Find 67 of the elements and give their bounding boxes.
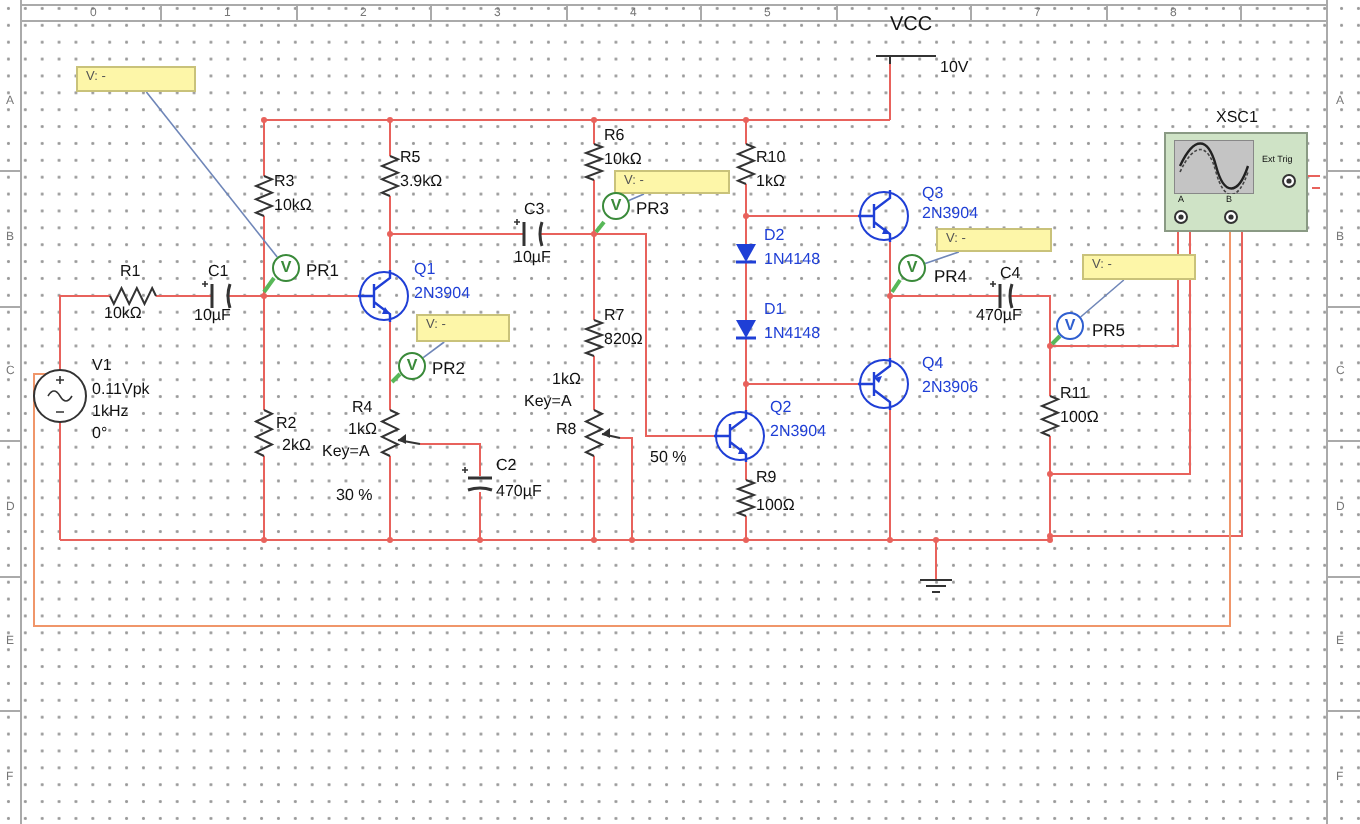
probe-name: PR1 bbox=[306, 260, 340, 280]
component-designator: Q3 bbox=[922, 184, 944, 202]
component-value: 10kΩ bbox=[604, 150, 642, 168]
component-designator: C3 bbox=[524, 200, 545, 218]
component-designator: R2 bbox=[276, 414, 297, 432]
component-designator: R8 bbox=[556, 420, 577, 438]
component-designator: V1 bbox=[92, 356, 112, 374]
voltage-probe: V bbox=[898, 254, 926, 282]
part-number: 2N3904 bbox=[414, 284, 471, 302]
component-designator: D1 bbox=[764, 300, 785, 318]
component-designator: D2 bbox=[764, 226, 785, 244]
part-number: 2N3906 bbox=[922, 378, 979, 396]
leader-line bbox=[145, 91, 278, 258]
component-designator: R1 bbox=[120, 262, 141, 280]
component-value: 10V bbox=[940, 58, 969, 76]
probe-name: PR5 bbox=[1092, 320, 1126, 340]
component-value: 1kΩ bbox=[552, 370, 581, 388]
component-value: 100Ω bbox=[756, 496, 795, 514]
probe-name: PR2 bbox=[432, 358, 466, 378]
part-number: 1N4148 bbox=[764, 250, 821, 268]
leader-line bbox=[628, 193, 645, 202]
voltage-probe: V bbox=[602, 192, 630, 220]
component-value: Key=A bbox=[524, 392, 572, 410]
component-designator: C1 bbox=[208, 262, 229, 280]
component-value: 10kΩ bbox=[104, 304, 142, 322]
part-number: 2N3904 bbox=[770, 422, 827, 440]
component-designator: R3 bbox=[274, 172, 295, 190]
component-designator: C4 bbox=[1000, 264, 1021, 282]
component-value: 100Ω bbox=[1060, 408, 1099, 426]
voltage-probe: V bbox=[1056, 312, 1084, 340]
component-value: 470µF bbox=[976, 306, 1022, 324]
component-designator: R7 bbox=[604, 306, 625, 324]
probe-name: PR3 bbox=[636, 198, 670, 218]
supply-label: VCC bbox=[890, 16, 933, 34]
component-value: 0.11Vpk bbox=[92, 380, 150, 398]
component-value: Key=A bbox=[322, 442, 370, 460]
component-designator: R9 bbox=[756, 468, 777, 486]
component-value: 820Ω bbox=[604, 330, 643, 348]
leader-line bbox=[422, 341, 445, 359]
component-value: 1kΩ bbox=[756, 172, 785, 190]
component-designator: R6 bbox=[604, 126, 625, 144]
probe-name: PR4 bbox=[934, 266, 968, 286]
voltage-probe: V bbox=[272, 254, 300, 282]
component-value: 10µF bbox=[194, 306, 231, 324]
part-number: 1N4148 bbox=[764, 324, 821, 342]
component-value: 3.9kΩ bbox=[400, 172, 443, 190]
component-value: 470µF bbox=[496, 482, 542, 500]
component-designator: Q4 bbox=[922, 354, 944, 372]
component-designator: R11 bbox=[1060, 384, 1089, 402]
component-value: 1kHz bbox=[92, 402, 129, 420]
component-value: 10µF bbox=[514, 248, 551, 266]
component-value: 2kΩ bbox=[282, 436, 311, 454]
component-designator: R5 bbox=[400, 148, 421, 166]
component-value: 50 % bbox=[650, 448, 687, 466]
component-value: 10kΩ bbox=[274, 196, 312, 214]
component-value: 0° bbox=[92, 424, 108, 442]
instrument-label: XSC1 bbox=[1216, 108, 1258, 126]
component-designator: C2 bbox=[496, 456, 517, 474]
component-designator: Q2 bbox=[770, 398, 792, 416]
component-designator: Q1 bbox=[414, 260, 436, 278]
component-value: 1kΩ bbox=[348, 420, 377, 438]
component-designator: R10 bbox=[756, 148, 786, 166]
component-designator: R4 bbox=[352, 398, 373, 416]
leader-line bbox=[924, 251, 960, 265]
part-number: 2N3904 bbox=[922, 204, 979, 222]
component-value: 30 % bbox=[336, 486, 373, 504]
voltage-probe: V bbox=[398, 352, 426, 380]
